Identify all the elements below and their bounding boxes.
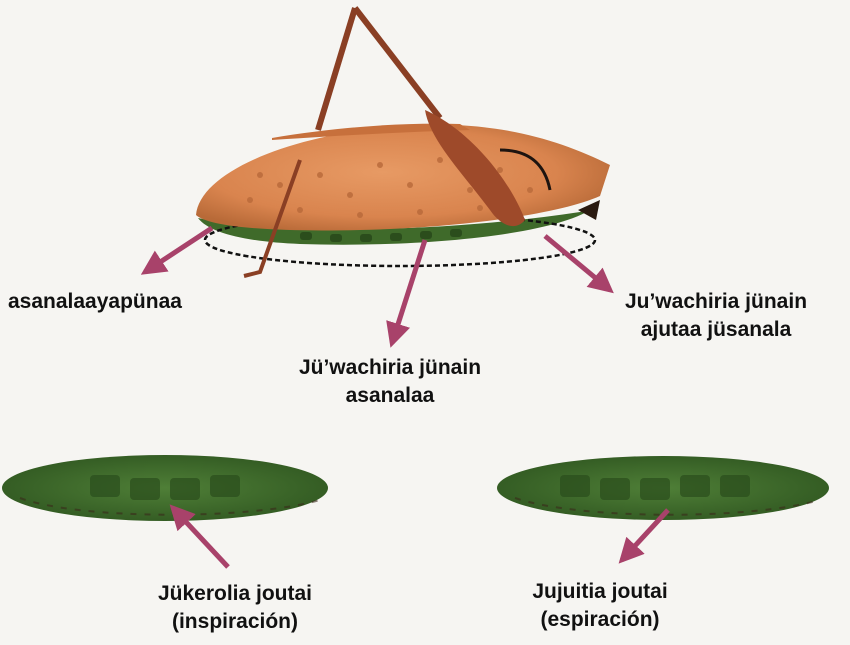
label-inspiration: Jükerolia joutai (inspiración) [130,580,340,636]
label-inspiration-line2: (inspiración) [130,608,340,636]
label-expiration-line2: (espiración) [500,606,700,634]
arrow-body-part [145,228,212,272]
disc-expiration [497,456,829,520]
hind-leg-lower [355,8,440,118]
label-expiration: Jujuitia joutai (espiración) [500,578,700,634]
label-body-part: asanalaayapünaa [8,288,182,316]
arrow-right [545,236,610,290]
label-middle: Jü’wachiria jünain asanalaa [270,354,510,410]
arrow-middle [392,240,425,343]
hind-leg-upper [318,8,355,130]
label-middle-line1: Jü’wachiria jünain [270,354,510,382]
disc-inspiration [2,455,328,521]
tail-tip [578,200,600,220]
label-right-line1: Ju’wachiria jünain [596,288,836,316]
label-expiration-line1: Jujuitia joutai [500,578,700,606]
label-inspiration-line1: Jükerolia joutai [130,580,340,608]
label-middle-line2: asanalaa [270,382,510,410]
label-right: Ju’wachiria jünain ajutaa jüsanala [596,288,836,344]
label-body-part-text: asanalaayapünaa [8,288,182,316]
label-right-line2: ajutaa jüsanala [596,316,836,344]
